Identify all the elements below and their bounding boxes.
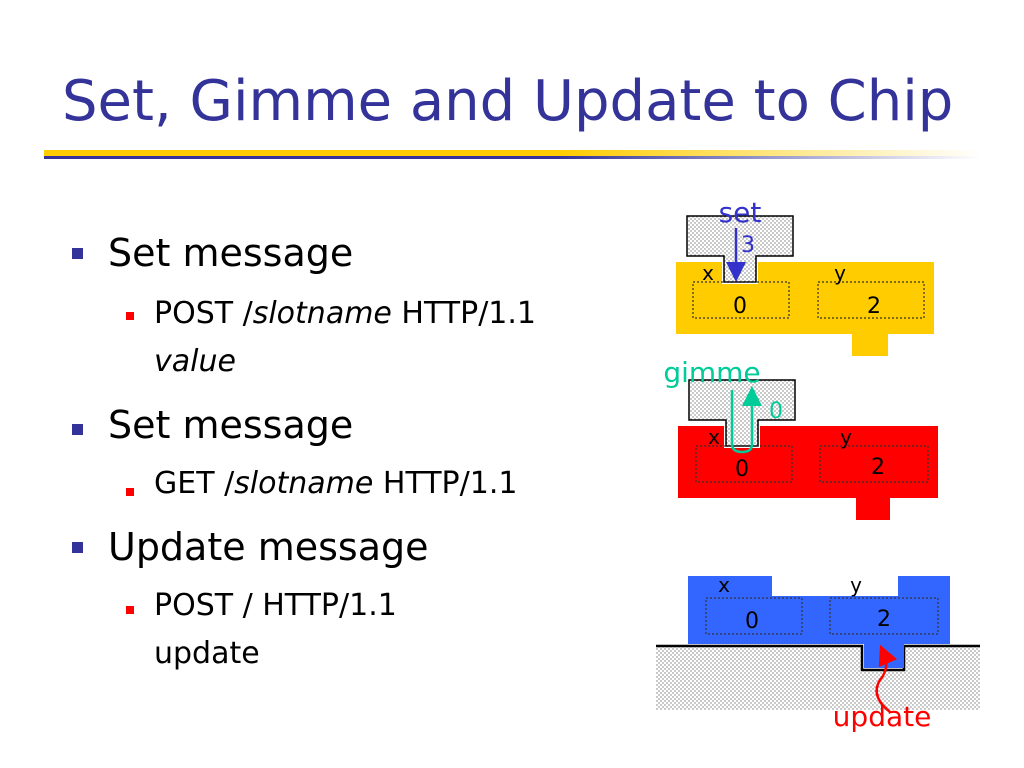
slot-y-box [817,281,925,319]
set-value: 3 [741,233,755,258]
slotname-italic: slotname [252,296,392,331]
sub-bullet-post-update: POST / HTTP/1.1 [154,588,397,623]
slot-y-label: y [840,425,852,449]
slot-x-box [695,445,793,483]
slot-x-label: x [718,573,730,597]
sub-bullet-post-slotname: POST /slotname HTTP/1.1 [154,296,537,331]
slot-y-label: y [834,261,846,285]
bullet-set-message: Set message [108,231,354,275]
slot-y-value: 2 [877,607,891,632]
slotname-italic: slotname [234,466,374,501]
red-chip-body [678,426,938,520]
set-connector-plug [686,215,794,283]
sub-bullet-marker [126,488,134,496]
sub-bullet-value: value [154,344,236,379]
slot-y-value: 2 [871,455,885,480]
slot-x-value: 0 [735,457,749,482]
base-outline [656,644,980,672]
sub-bullet-marker [126,312,134,320]
slot-y-box [819,445,929,483]
bullet-marker [72,424,83,435]
update-panel: update x y 0 2 [656,573,980,733]
gimme-label: gimme [663,356,760,389]
title-underline [44,150,980,159]
slot-x-value: 0 [733,294,747,319]
slot-x-box [705,597,803,635]
update-label: update [833,700,932,733]
sub-bullet-update-body: update [154,636,260,671]
gimme-panel: gimme 0 x y 0 2 [663,356,938,520]
sub-bullet-marker [126,606,134,614]
set-label: set [719,196,762,229]
yellow-chip-body [676,262,934,356]
bullet-marker [72,248,83,259]
set-panel: set 3 x y 0 2 [676,196,934,356]
slot-x-label: x [702,261,714,285]
slide-title: Set, Gimme and Update to Chip [62,69,954,134]
gimme-value: 0 [769,399,783,424]
update-connector-base [656,646,980,710]
bullet-list: Set message POST /slotname HTTP/1.1 valu… [72,231,537,671]
bullet-set-message-2: Set message [108,403,354,447]
sub-bullet-get-slotname: GET /slotname HTTP/1.1 [154,466,518,501]
slot-x-label: x [708,425,720,449]
gimme-arrow [730,386,762,454]
bullet-marker [72,542,83,553]
bullet-update-message: Update message [108,525,429,569]
slot-y-label: y [850,573,862,597]
slot-x-box [692,281,790,319]
chip-diagram: set 3 x y 0 2 gimme 0 x y 0 2 update x y… [656,196,980,733]
slot-y-value: 2 [867,294,881,319]
slot-x-value: 0 [745,609,759,634]
update-arrow [875,644,898,713]
slot-y-box [829,597,939,635]
